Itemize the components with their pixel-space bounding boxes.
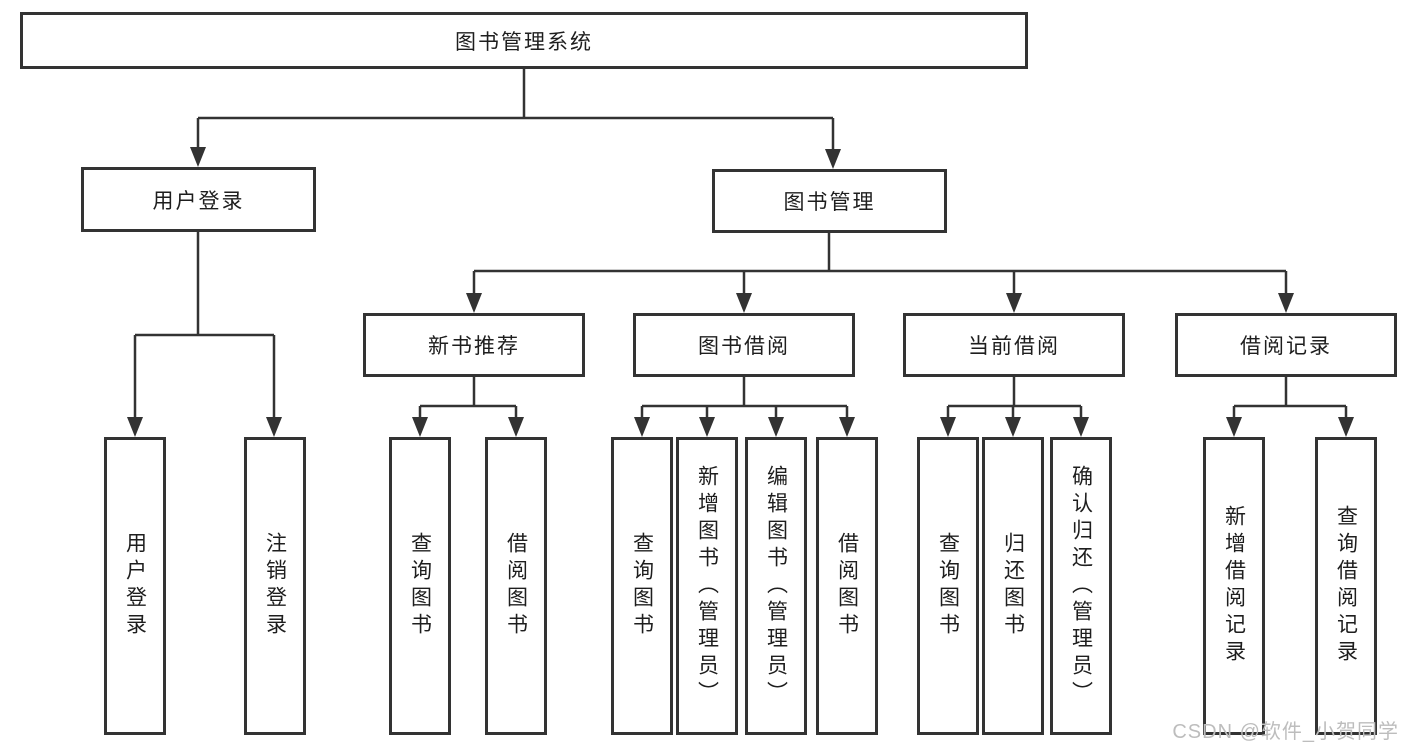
watermark: CSDN @软件_小贺同学 [1172,721,1399,743]
leaf-query-borrow-record-label: 查询借阅记录 [1334,505,1358,667]
arrowheads-level2 [190,147,841,169]
leaf-confirm-return-admin: 确认归还（管理员） [1050,437,1112,735]
leaf-return-books-label: 归还图书 [1001,532,1025,640]
connector-current-borrow-to-leaves [946,377,1083,418]
leaf-borrow-query-books: 查询图书 [611,437,673,735]
leaf-recommend-query-books-label: 查询图书 [408,532,432,640]
leaf-current-query-books-label: 查询图书 [936,532,960,640]
leaf-return-books: 归还图书 [982,437,1044,735]
leaf-logout: 注销登录 [244,437,306,735]
node-borrow-record-label: 借阅记录 [1240,335,1332,358]
node-new-book-recommend: 新书推荐 [363,313,585,377]
node-book-management: 图书管理 [712,169,947,233]
node-current-borrow: 当前借阅 [903,313,1125,377]
node-root-system-label: 图书管理系统 [455,30,593,54]
connector-book-management-to-level3 [472,233,1288,294]
leaf-edit-books-admin: 编辑图书（管理员） [745,437,807,735]
node-new-book-recommend-label: 新书推荐 [428,335,520,358]
leaf-user-login: 用户登录 [104,437,166,735]
leaf-logout-label: 注销登录 [263,532,287,640]
arrowheads-leaves [412,417,1354,437]
leaf-recommend-query-books: 查询图书 [389,437,451,735]
node-current-borrow-label: 当前借阅 [968,335,1060,358]
node-root-system: 图书管理系统 [20,12,1028,69]
connector-root-to-level2 [196,69,835,150]
node-user-login: 用户登录 [81,167,316,232]
connector-new-book-recommend-to-leaves [418,377,518,418]
leaf-edit-books-admin-label: 编辑图书（管理员） [764,464,788,708]
leaf-add-books-admin-label: 新增图书（管理员） [695,464,719,708]
leaf-add-borrow-record: 新增借阅记录 [1203,437,1265,735]
leaf-borrow-books: 借阅图书 [816,437,878,735]
node-book-management-label: 图书管理 [783,191,876,214]
node-book-borrow: 图书借阅 [633,313,855,377]
leaf-current-query-books: 查询图书 [917,437,979,735]
leaf-confirm-return-admin-label: 确认归还（管理员） [1069,464,1093,708]
leaf-add-borrow-record-label: 新增借阅记录 [1222,505,1246,667]
leaf-borrow-query-books-label: 查询图书 [630,532,654,640]
connector-borrow-record-to-leaves [1232,377,1348,418]
leaf-add-books-admin: 新增图书（管理员） [676,437,738,735]
connector-user-login-to-leaves [133,232,276,418]
leaf-recommend-borrow-books-label: 借阅图书 [504,532,528,640]
leaf-recommend-borrow-books: 借阅图书 [485,437,547,735]
node-user-login-label: 用户登录 [152,189,245,213]
arrowheads-user-login-leaves [127,417,282,437]
leaf-user-login-label: 用户登录 [123,532,147,640]
leaf-query-borrow-record: 查询借阅记录 [1315,437,1377,735]
leaf-borrow-books-label: 借阅图书 [835,532,859,640]
connector-book-borrow-to-leaves [640,377,849,418]
node-borrow-record: 借阅记录 [1175,313,1397,377]
node-book-borrow-label: 图书借阅 [698,335,790,358]
arrowheads-level3 [466,293,1294,313]
